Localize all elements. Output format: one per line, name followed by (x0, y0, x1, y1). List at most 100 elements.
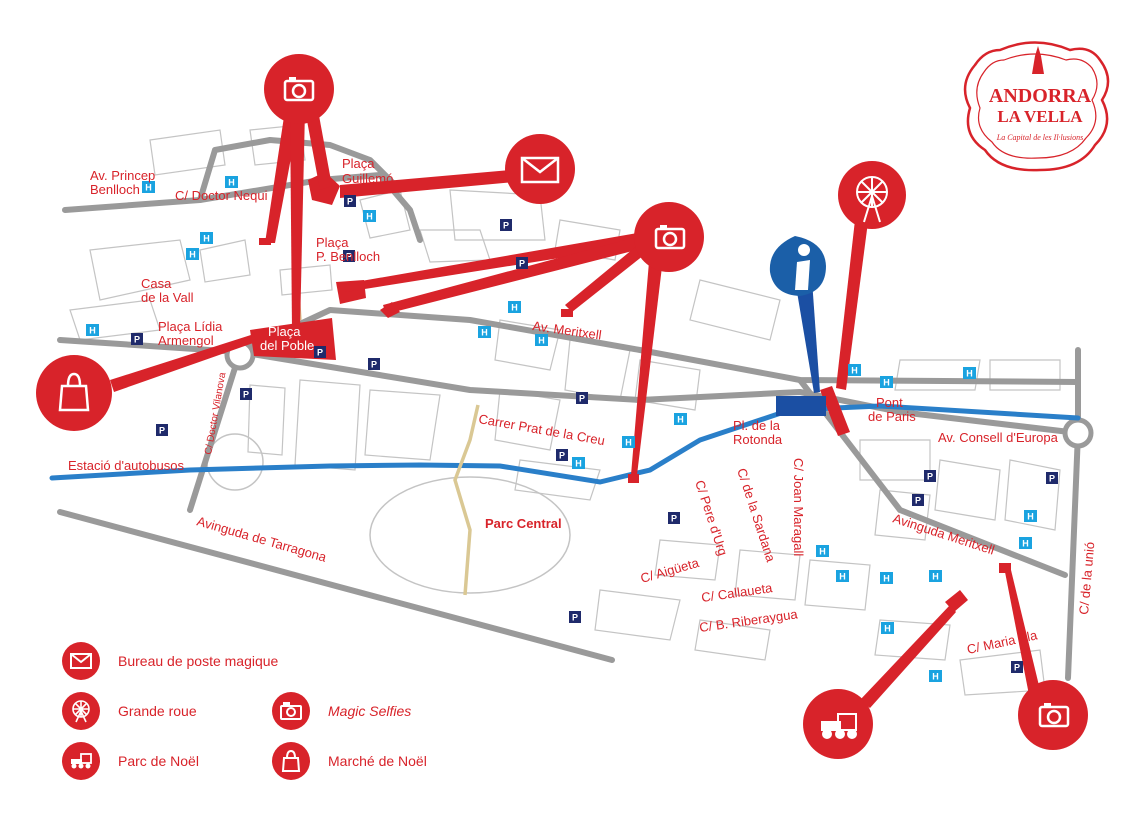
map-legend: Bureau de poste magique Grande roue Magi… (58, 642, 518, 792)
svg-text:La Capital de les Il·lusions: La Capital de les Il·lusions (996, 133, 1083, 142)
svg-text:H: H (575, 459, 582, 469)
info-icon[interactable] (769, 236, 826, 296)
label-avinguda-tarragona: Avinguda de Tarragona (195, 513, 329, 565)
label-estacio: Estació d'autobusos (68, 458, 184, 473)
label-joan-maragall: C/ Joan Maragall (791, 458, 806, 556)
svg-text:P: P (559, 451, 565, 461)
envelope-icon (520, 156, 560, 184)
parking-markers: P P P P P P P P P P P P P P P P P (131, 195, 1058, 673)
svg-text:P: P (159, 426, 165, 436)
roundabout-east (1062, 417, 1094, 449)
label-placa-lidia-2: Armengol (158, 333, 214, 348)
parc-central-outline (369, 476, 571, 594)
svg-text:P: P (579, 394, 585, 404)
camera-icon (272, 692, 310, 730)
label-parc-central: Parc Central (485, 516, 562, 531)
label-callaueta: C/ Callaueta (700, 580, 774, 605)
svg-text:H: H (1027, 512, 1034, 522)
svg-text:H: H (883, 378, 890, 388)
legend-park: Parc de Noël (62, 742, 199, 780)
legend-market: Marché de Noël (272, 742, 427, 780)
label-casa-1: Casa (141, 276, 172, 291)
svg-text:H: H (366, 212, 373, 222)
label-placa-guillemo-1: Plaça (342, 156, 375, 171)
train-icon (821, 713, 857, 739)
svg-text:ANDORRA: ANDORRA (989, 85, 1092, 107)
post-office-pin[interactable] (505, 134, 575, 204)
svg-text:P: P (371, 360, 377, 370)
map-pins (110, 110, 1042, 708)
svg-text:P: P (134, 335, 140, 345)
label-casa-2: de la Vall (141, 290, 194, 305)
svg-text:P: P (243, 390, 249, 400)
landmark-areas (250, 172, 1011, 612)
svg-text:H: H (481, 328, 488, 338)
label-placa-benlloch-1: Plaça (316, 235, 349, 250)
shopping-bag-icon (58, 372, 90, 412)
shopping-bag-icon (272, 742, 310, 780)
label-av-consell: Av. Consell d'Europa (938, 430, 1059, 445)
svg-text:P: P (1049, 474, 1055, 484)
svg-text:P: P (572, 613, 578, 623)
svg-text:H: H (89, 326, 96, 336)
label-pl-rotonda-2: Rotonda (733, 432, 783, 447)
svg-text:H: H (1022, 539, 1029, 549)
street-labels: Av. Princep Benlloch C/ Doctor Nequi Pla… (68, 156, 1097, 657)
andorra-la-vella-logo: ANDORRA LA VELLA La Capital de les Il·lu… (963, 41, 1110, 172)
svg-text:H: H (228, 178, 235, 188)
label-placa-benlloch-2: P. Benlloch (316, 249, 380, 264)
label-benlloch: Benlloch (90, 182, 140, 197)
svg-text:P: P (346, 252, 352, 262)
ferris-wheel-icon (856, 176, 888, 223)
label-pl-rotonda-1: Pl. de la (733, 418, 781, 433)
label-pere-durg: C/ Pere d'Urg (692, 478, 730, 557)
svg-text:H: H (932, 572, 939, 582)
ferris-wheel-icon (62, 692, 100, 730)
svg-text:H: H (819, 547, 826, 557)
legend-post: Bureau de poste magique (62, 642, 278, 680)
svg-text:P: P (1014, 663, 1020, 673)
svg-text:P: P (317, 348, 323, 358)
footpath (293, 249, 480, 596)
svg-text:H: H (883, 574, 890, 584)
legend-wheel: Grande roue (62, 692, 197, 730)
svg-text:H: H (966, 369, 973, 379)
svg-text:P: P (915, 496, 921, 506)
label-pont-2: de Paris (868, 409, 916, 424)
svg-text:H: H (189, 250, 196, 260)
envelope-icon (62, 642, 100, 680)
svg-text:P: P (519, 259, 525, 269)
svg-text:P: P (503, 221, 509, 231)
svg-text:H: H (203, 234, 210, 244)
info-point-building (776, 396, 826, 416)
svg-text:H: H (625, 438, 632, 448)
label-av-princep: Av. Princep (90, 168, 155, 183)
selfie-pin-north[interactable] (264, 54, 334, 124)
train-icon (62, 742, 100, 780)
svg-text:H: H (511, 303, 518, 313)
svg-text:H: H (538, 336, 545, 346)
label-carrer-prat: Carrer Prat de la Creu (477, 411, 606, 448)
svg-text:P: P (927, 472, 933, 482)
hotel-markers: H H H H H H H H H H H H H H H H H H H H … (86, 176, 1037, 682)
svg-text:P: P (671, 514, 677, 524)
svg-text:LA VELLA: LA VELLA (997, 107, 1083, 126)
legend-selfies: Magic Selfies (272, 692, 411, 730)
label-de-la-unio: C/ de la unió (1076, 541, 1097, 615)
svg-text:H: H (884, 624, 891, 634)
svg-text:H: H (932, 672, 939, 682)
svg-text:H: H (851, 366, 858, 376)
label-aigueta: C/ Aigüeta (639, 555, 702, 586)
svg-text:H: H (145, 183, 152, 193)
label-pont-1: Pont (876, 395, 903, 410)
label-placa-lidia-1: Plaça Lídia (158, 319, 223, 334)
selfie-pin-south[interactable] (1018, 680, 1088, 750)
svg-text:H: H (839, 572, 846, 582)
market-pin[interactable] (36, 355, 112, 431)
selfie-pin-central[interactable] (634, 202, 704, 272)
label-placa-poble-1: Plaça (268, 324, 301, 339)
svg-text:P: P (347, 197, 353, 207)
label-placa-guillemo-2: Guillemó (342, 171, 393, 186)
label-placa-poble-2: del Poble (260, 338, 314, 353)
